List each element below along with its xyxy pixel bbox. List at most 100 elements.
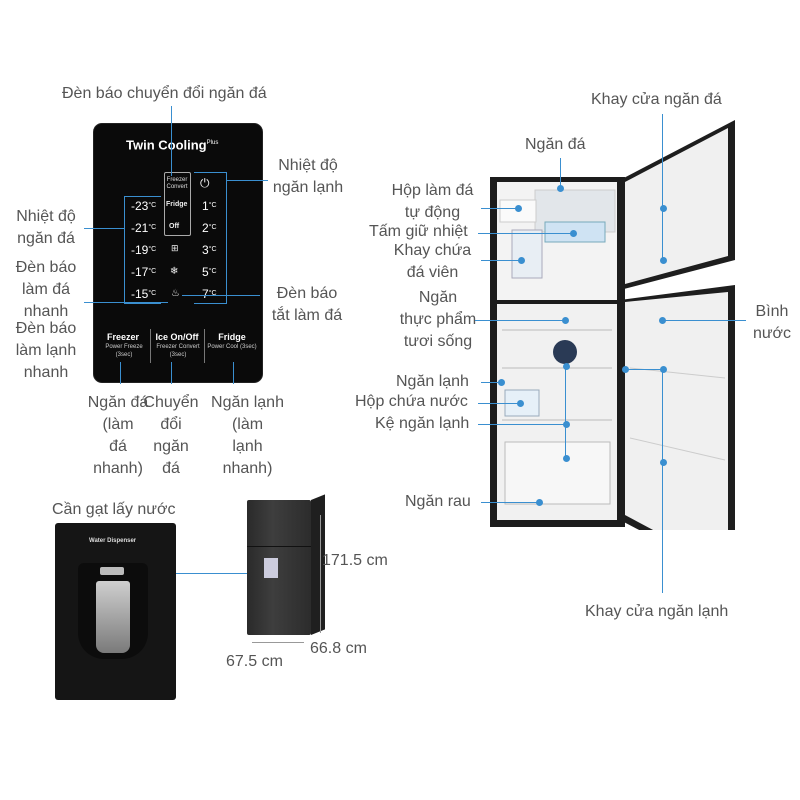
freezer-temp-3: -19°C (131, 243, 157, 257)
marker-dot (570, 230, 577, 237)
dispenser-title: Water Dispenser (89, 538, 137, 544)
marker-dot (563, 421, 570, 428)
leader-line (481, 208, 518, 209)
dispenser-lever (96, 581, 130, 653)
label-freezer-door-tray: Khay cửa ngăn đá (591, 91, 722, 108)
leader-line (84, 228, 124, 229)
marker-dot (562, 317, 569, 324)
leader-line (233, 362, 234, 384)
fridge-temp-5: 7°C (202, 287, 217, 301)
freezer-temp-bracket (124, 196, 161, 304)
marker-dot (517, 400, 524, 407)
marker-dot (563, 363, 570, 370)
leader-line (560, 158, 561, 188)
ice-button-label[interactable]: Ice On/Off (155, 332, 199, 342)
fast-cool-icon: ♨ (171, 288, 180, 299)
leader-line (625, 369, 663, 370)
button-divider (204, 329, 205, 363)
fridge-button-sub: Power Cool (3sec) (207, 344, 257, 350)
fridge-temp-1: 1°C (202, 199, 217, 213)
leader-line (478, 403, 520, 404)
mini-fridge-split (247, 546, 311, 547)
off-word: Off (169, 223, 180, 230)
leader-line (478, 424, 566, 425)
label-cold-plate: Tấm giữ nhiệt (369, 223, 468, 240)
plug-icon: ⏻ (200, 176, 210, 190)
height-dimension-line (320, 515, 321, 633)
leader-line (182, 295, 260, 296)
leader-line (481, 382, 501, 383)
marker-dot (518, 257, 525, 264)
leader-line (176, 573, 258, 574)
label-fridge-compartment: Ngăn lạnh (396, 373, 469, 390)
marker-dot (536, 499, 543, 506)
fridge-button-label[interactable]: Fridge (218, 332, 246, 342)
fridge-temp-bracket (194, 172, 227, 304)
label-freezer: Ngăn đá (525, 136, 586, 153)
mini-fridge-dispenser (264, 558, 278, 578)
control-panel: Twin CoolingPlus Freezer Convert Fridge … (93, 123, 263, 383)
leader-line (662, 320, 746, 321)
fridge-open-image (490, 120, 735, 530)
leader-line (171, 106, 172, 176)
label-dispenser-lever: Cần gạt lấy nước (52, 501, 176, 518)
leader-line (565, 366, 566, 458)
freezer-button-label[interactable]: Freezer (106, 332, 140, 342)
freezer-temp-4: -17°C (131, 265, 157, 279)
marker-dot (622, 366, 629, 373)
leader-line (662, 114, 663, 260)
leader-line (120, 362, 121, 384)
leader-line (481, 502, 539, 503)
fast-freeze-icon: ❄ (170, 266, 179, 277)
leader-line (475, 320, 565, 321)
marker-dot (498, 379, 505, 386)
marker-dot (563, 455, 570, 462)
label-depth: 66.8 cm (310, 640, 367, 657)
label-height: 171.5 cm (322, 552, 388, 569)
marker-dot (660, 459, 667, 466)
ice-maker-icon: ⊞ (171, 243, 179, 253)
label-convert-indicator: Đèn báo chuyển đổi ngăn đá (62, 85, 267, 102)
dispenser-button (100, 567, 124, 575)
leader-line (478, 233, 573, 234)
label-fridge-door-tray: Khay cửa ngăn lạnh (585, 603, 729, 620)
dispenser-photo: Water Dispenser (55, 523, 176, 700)
freezer-button-sub: Power Freeze (3sec) (105, 344, 143, 358)
fridge-word: Fridge (166, 201, 188, 208)
freezer-convert-text: Freezer Convert (166, 177, 188, 190)
convert-box (164, 172, 191, 236)
fridge-temp-4: 5°C (202, 265, 217, 279)
leader-line (662, 369, 663, 593)
button-divider (150, 329, 151, 363)
leader-line (84, 302, 168, 303)
ice-button-sub: Freezer Convert (3sec) (156, 344, 200, 358)
label-fridge-shelf: Kệ ngăn lạnh (375, 415, 470, 432)
freezer-temp-1: -23°C (131, 199, 157, 213)
fridge-temp-3: 3°C (202, 243, 217, 257)
leader-line (226, 180, 268, 181)
mini-fridge-image (247, 494, 325, 635)
marker-dot (515, 205, 522, 212)
marker-dot (557, 185, 564, 192)
marker-dot (660, 257, 667, 264)
leader-line (481, 260, 521, 261)
freezer-temp-5: -15°C (131, 287, 157, 301)
leader-line (171, 362, 172, 384)
panel-brand: Twin CoolingPlus (126, 137, 219, 153)
marker-dot (660, 366, 667, 373)
marker-dot (660, 205, 667, 212)
label-vegetable: Ngăn rau (405, 493, 471, 510)
width-dimension-line (252, 642, 304, 643)
fridge-temp-2: 2°C (202, 221, 217, 235)
